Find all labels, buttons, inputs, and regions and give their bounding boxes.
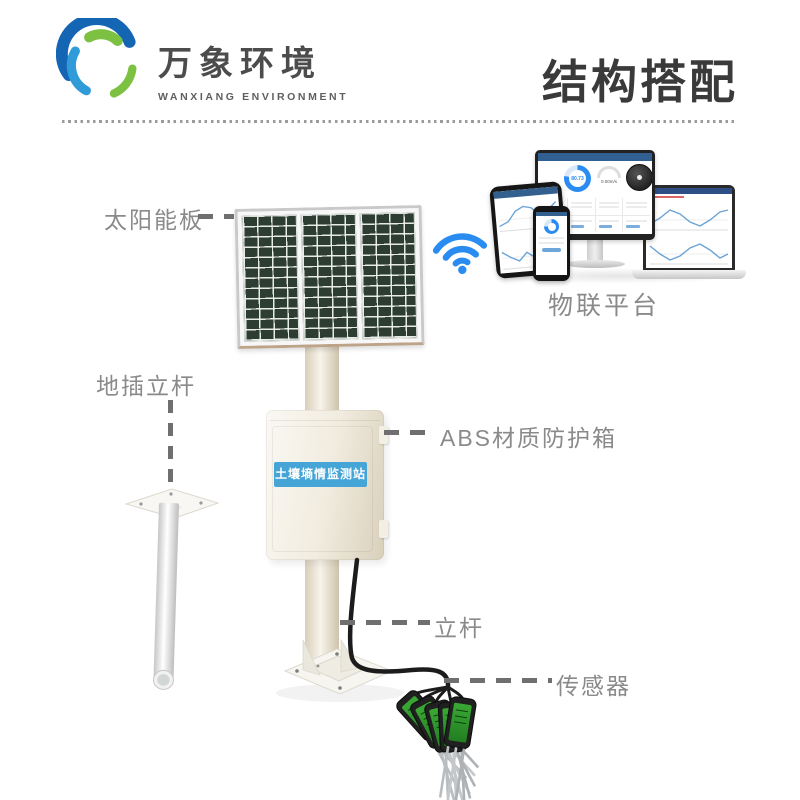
label-abs-box: ABS材质防护箱 [440,425,618,451]
leader-sensor [444,678,552,683]
wind-speed-value: 0.00m/s [600,179,617,184]
logo-globe-icon [56,18,137,98]
station-nameplate: 土壤墒情监测站 [274,462,367,487]
wifi-icon [432,233,488,275]
leader-abs-box [384,430,436,435]
box-hinge [379,426,388,444]
solar-panel [234,205,425,349]
laptop [643,185,735,271]
leader-ground-stake [168,400,173,486]
solar-cells-column [359,212,418,340]
mount-pole-upper [305,344,339,414]
label-pole: 立杆 [434,615,484,641]
monitor-base [565,260,625,268]
gauge-donut: 80.73 [564,165,591,192]
mount-pole-lower [305,558,339,670]
dotted-divider [62,120,738,123]
label-solar-panel: 太阳能板 [104,207,204,233]
protection-box: 土壤墒情监测站 [266,410,388,560]
base-plate-icon [276,638,404,702]
line-chart [649,243,729,265]
logo-subtitle: WANXIANG ENVIRONMENT [158,90,349,103]
leader-pole [340,620,430,625]
logo-name: 万象环境 [158,44,322,83]
laptop-base [632,270,746,279]
label-sensor: 传感器 [556,673,631,699]
gauge-value: 80.73 [569,170,586,187]
soil-sensors-icon [396,690,480,800]
line-chart [649,209,729,231]
ground-stake-icon [124,488,220,690]
wind-gauge: 0.00m/s [596,166,622,184]
box-hinge [379,520,388,538]
solar-cells-column [300,213,359,341]
label-ground-stake: 地插立杆 [96,373,196,399]
iot-devices: 80.73 0.00m/s [488,148,750,293]
page-title: 结构搭配 [542,56,738,108]
leader-solar-panel [198,214,234,219]
monitor-stand [587,240,603,262]
wind-direction-dial [626,164,652,191]
smartphone [533,206,570,281]
label-iot-platform: 物联平台 [548,292,661,320]
logo: 万象环境 WANXIANG ENVIRONMENT [56,18,348,110]
gauge-donut-small [544,219,559,234]
solar-cells-column [241,214,300,342]
